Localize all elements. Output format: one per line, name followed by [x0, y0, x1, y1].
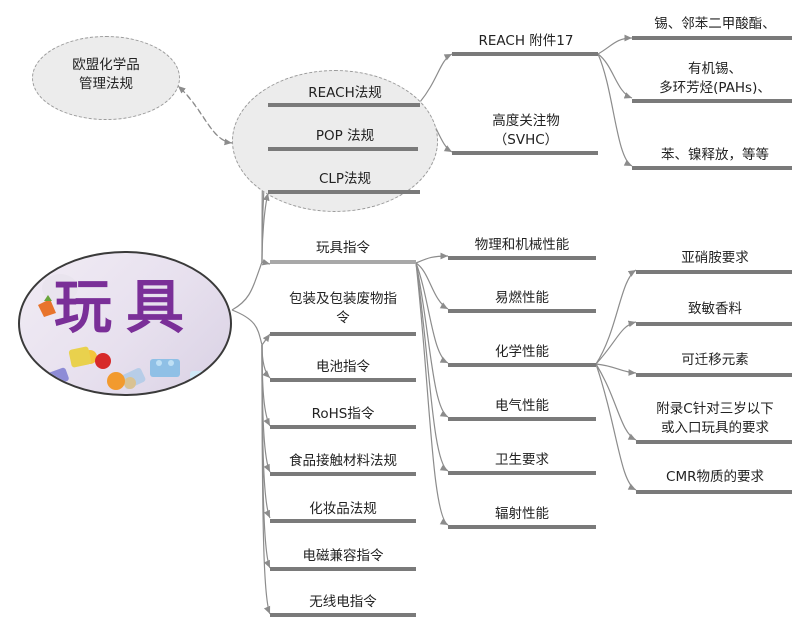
node-chem-annex-c: 附录C针对三岁以下 或入口玩具的要求	[656, 401, 774, 436]
bar-chem-cmr	[636, 490, 792, 494]
root-node: 玩具	[18, 251, 232, 396]
toy-blocks-icon	[38, 274, 216, 390]
node-radio-directive: 无线电指令	[309, 594, 377, 610]
node-chem-migratable: 可迁移元素	[681, 352, 749, 368]
bar-svhc	[452, 151, 598, 155]
node-toy-physical: 物理和机械性能	[474, 237, 570, 253]
node-svhc: 高度关注物 （SVHC）	[492, 113, 560, 148]
bar-chem-nitrosamine	[636, 270, 792, 274]
bar-toy-radiation	[448, 525, 596, 529]
bar-pop	[268, 147, 418, 151]
regulation-group-oval	[232, 70, 438, 212]
node-annex17-item-1: 锡、邻苯二甲酸酯、	[654, 16, 776, 32]
bar-chem-fragrance	[636, 322, 792, 326]
node-annex17-item-3: 苯、镍释放，等等	[661, 147, 769, 163]
bar-food-contact	[270, 472, 416, 476]
node-emc-directive: 电磁兼容指令	[302, 548, 384, 564]
bar-toy-flammability	[448, 309, 596, 313]
eu-link-back	[177, 85, 233, 144]
node-food-contact: 食品接触材料法规	[289, 453, 397, 469]
node-chem-nitrosamine: 亚硝胺要求	[681, 250, 749, 266]
eu-chemicals-label: 欧盟化学品 管理法规	[72, 57, 140, 92]
node-clp: CLP法规	[318, 171, 372, 187]
node-pop: POP 法规	[315, 128, 375, 144]
node-annex17-item-2: 有机锡、 多环芳烃(PAHs)、	[659, 61, 771, 96]
bar-annex17-item-1	[632, 36, 792, 40]
root-title: 玩具	[54, 273, 199, 341]
bar-battery-directive	[270, 378, 416, 382]
bar-annex17-item-3	[632, 166, 792, 170]
bar-cosmetics	[270, 519, 416, 523]
eu-chemicals-oval	[32, 36, 180, 120]
bar-chem-migratable	[636, 373, 792, 377]
node-toy-radiation: 辐射性能	[495, 506, 549, 522]
bar-reach-annex17	[452, 52, 598, 56]
node-reach: REACH法规	[308, 85, 382, 101]
bar-emc-directive	[270, 567, 416, 571]
bar-reach	[268, 103, 420, 107]
bar-toy-physical	[448, 256, 596, 260]
node-cosmetics: 化妆品法规	[309, 501, 377, 517]
node-packaging-directive: 包装及包装废物指 令	[289, 291, 397, 326]
node-reach-annex17: REACH 附件17	[478, 33, 574, 49]
node-chem-cmr: CMR物质的要求	[666, 469, 764, 485]
bar-toy-hygiene	[448, 471, 596, 475]
bar-toy-directive	[270, 260, 416, 264]
bar-radio-directive	[270, 613, 416, 617]
node-chem-fragrance: 致敏香料	[688, 301, 742, 317]
node-toy-hygiene: 卫生要求	[495, 452, 549, 468]
node-toy-directive: 玩具指令	[316, 240, 370, 256]
bar-rohs-directive	[270, 425, 416, 429]
node-battery-directive: 电池指令	[316, 359, 370, 375]
bar-annex17-item-2	[632, 99, 792, 103]
node-toy-flammability: 易燃性能	[495, 290, 549, 306]
bar-toy-electrical	[448, 417, 596, 421]
bar-packaging-directive	[270, 332, 416, 336]
bar-toy-chemical	[448, 363, 596, 367]
node-toy-electrical: 电气性能	[495, 398, 549, 414]
bar-clp	[268, 190, 420, 194]
bar-chem-annex-c	[636, 440, 792, 444]
node-toy-chemical: 化学性能	[495, 344, 549, 360]
node-rohs-directive: RoHS指令	[311, 406, 375, 422]
